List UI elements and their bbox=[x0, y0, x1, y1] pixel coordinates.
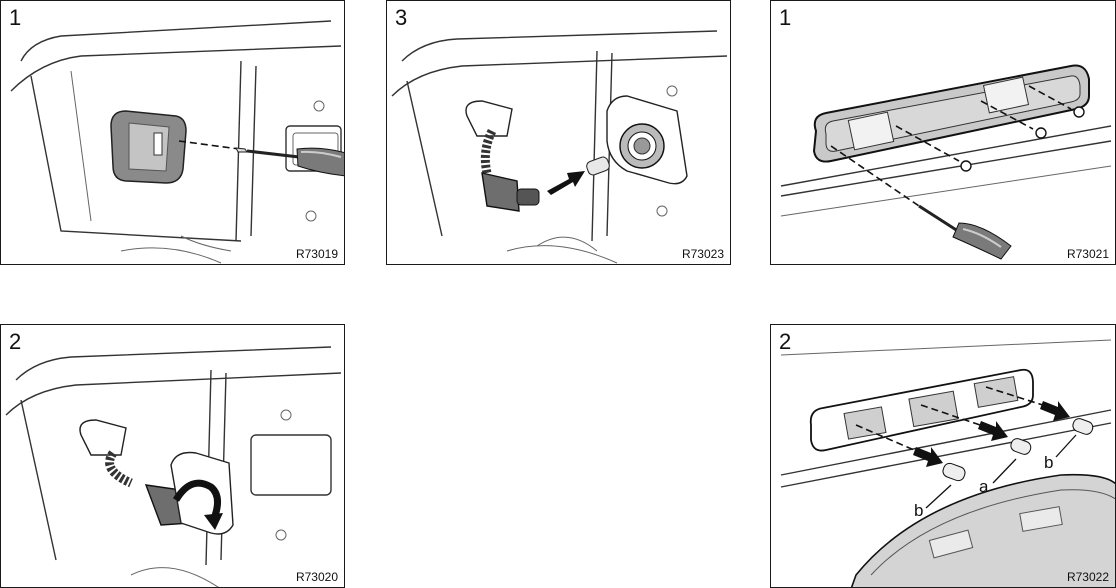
figure-code: R73022 bbox=[1067, 570, 1109, 584]
high-mount-lamp-lens-icon bbox=[814, 66, 1089, 162]
socket-housing-icon bbox=[607, 96, 687, 184]
figure-code: R73023 bbox=[682, 247, 724, 261]
cover-cap-icon bbox=[111, 111, 186, 183]
figure-code: R73020 bbox=[296, 570, 338, 584]
connector-harness-icon bbox=[466, 101, 539, 211]
lens-removal-illustration bbox=[771, 1, 1116, 265]
bulb-icon bbox=[941, 417, 1094, 482]
socket-rotation-illustration bbox=[1, 325, 345, 588]
figure-code: R73019 bbox=[296, 247, 338, 261]
step-number: 1 bbox=[9, 5, 21, 31]
panel-step-3-bulb: 3 R73023 bbox=[386, 0, 731, 265]
step-number: 1 bbox=[779, 5, 791, 31]
bulb-removal-illustration bbox=[387, 1, 731, 265]
step-number: 2 bbox=[779, 329, 791, 355]
panel-step-2-bulbs: b a b 2 R73022 bbox=[770, 324, 1116, 588]
step-number: 2 bbox=[9, 329, 21, 355]
callout-label-b: b bbox=[914, 501, 923, 521]
panel-step-1-cover: 1 R73019 bbox=[0, 0, 345, 265]
screwdriver-icon bbox=[919, 206, 1011, 259]
figure-code: R73021 bbox=[1067, 247, 1109, 261]
cover-removal-illustration bbox=[1, 1, 345, 265]
callout-label-a: a bbox=[979, 477, 988, 497]
panel-step-1-lens: 1 R73021 bbox=[770, 0, 1116, 265]
arrow-icon bbox=[547, 171, 585, 195]
callout-label-b: b bbox=[1044, 453, 1053, 473]
bulb-replacement-illustration bbox=[771, 325, 1116, 588]
panel-step-2-socket: 2 R73020 bbox=[0, 324, 345, 588]
step-number: 3 bbox=[395, 5, 407, 31]
bulb-icon bbox=[585, 156, 610, 177]
